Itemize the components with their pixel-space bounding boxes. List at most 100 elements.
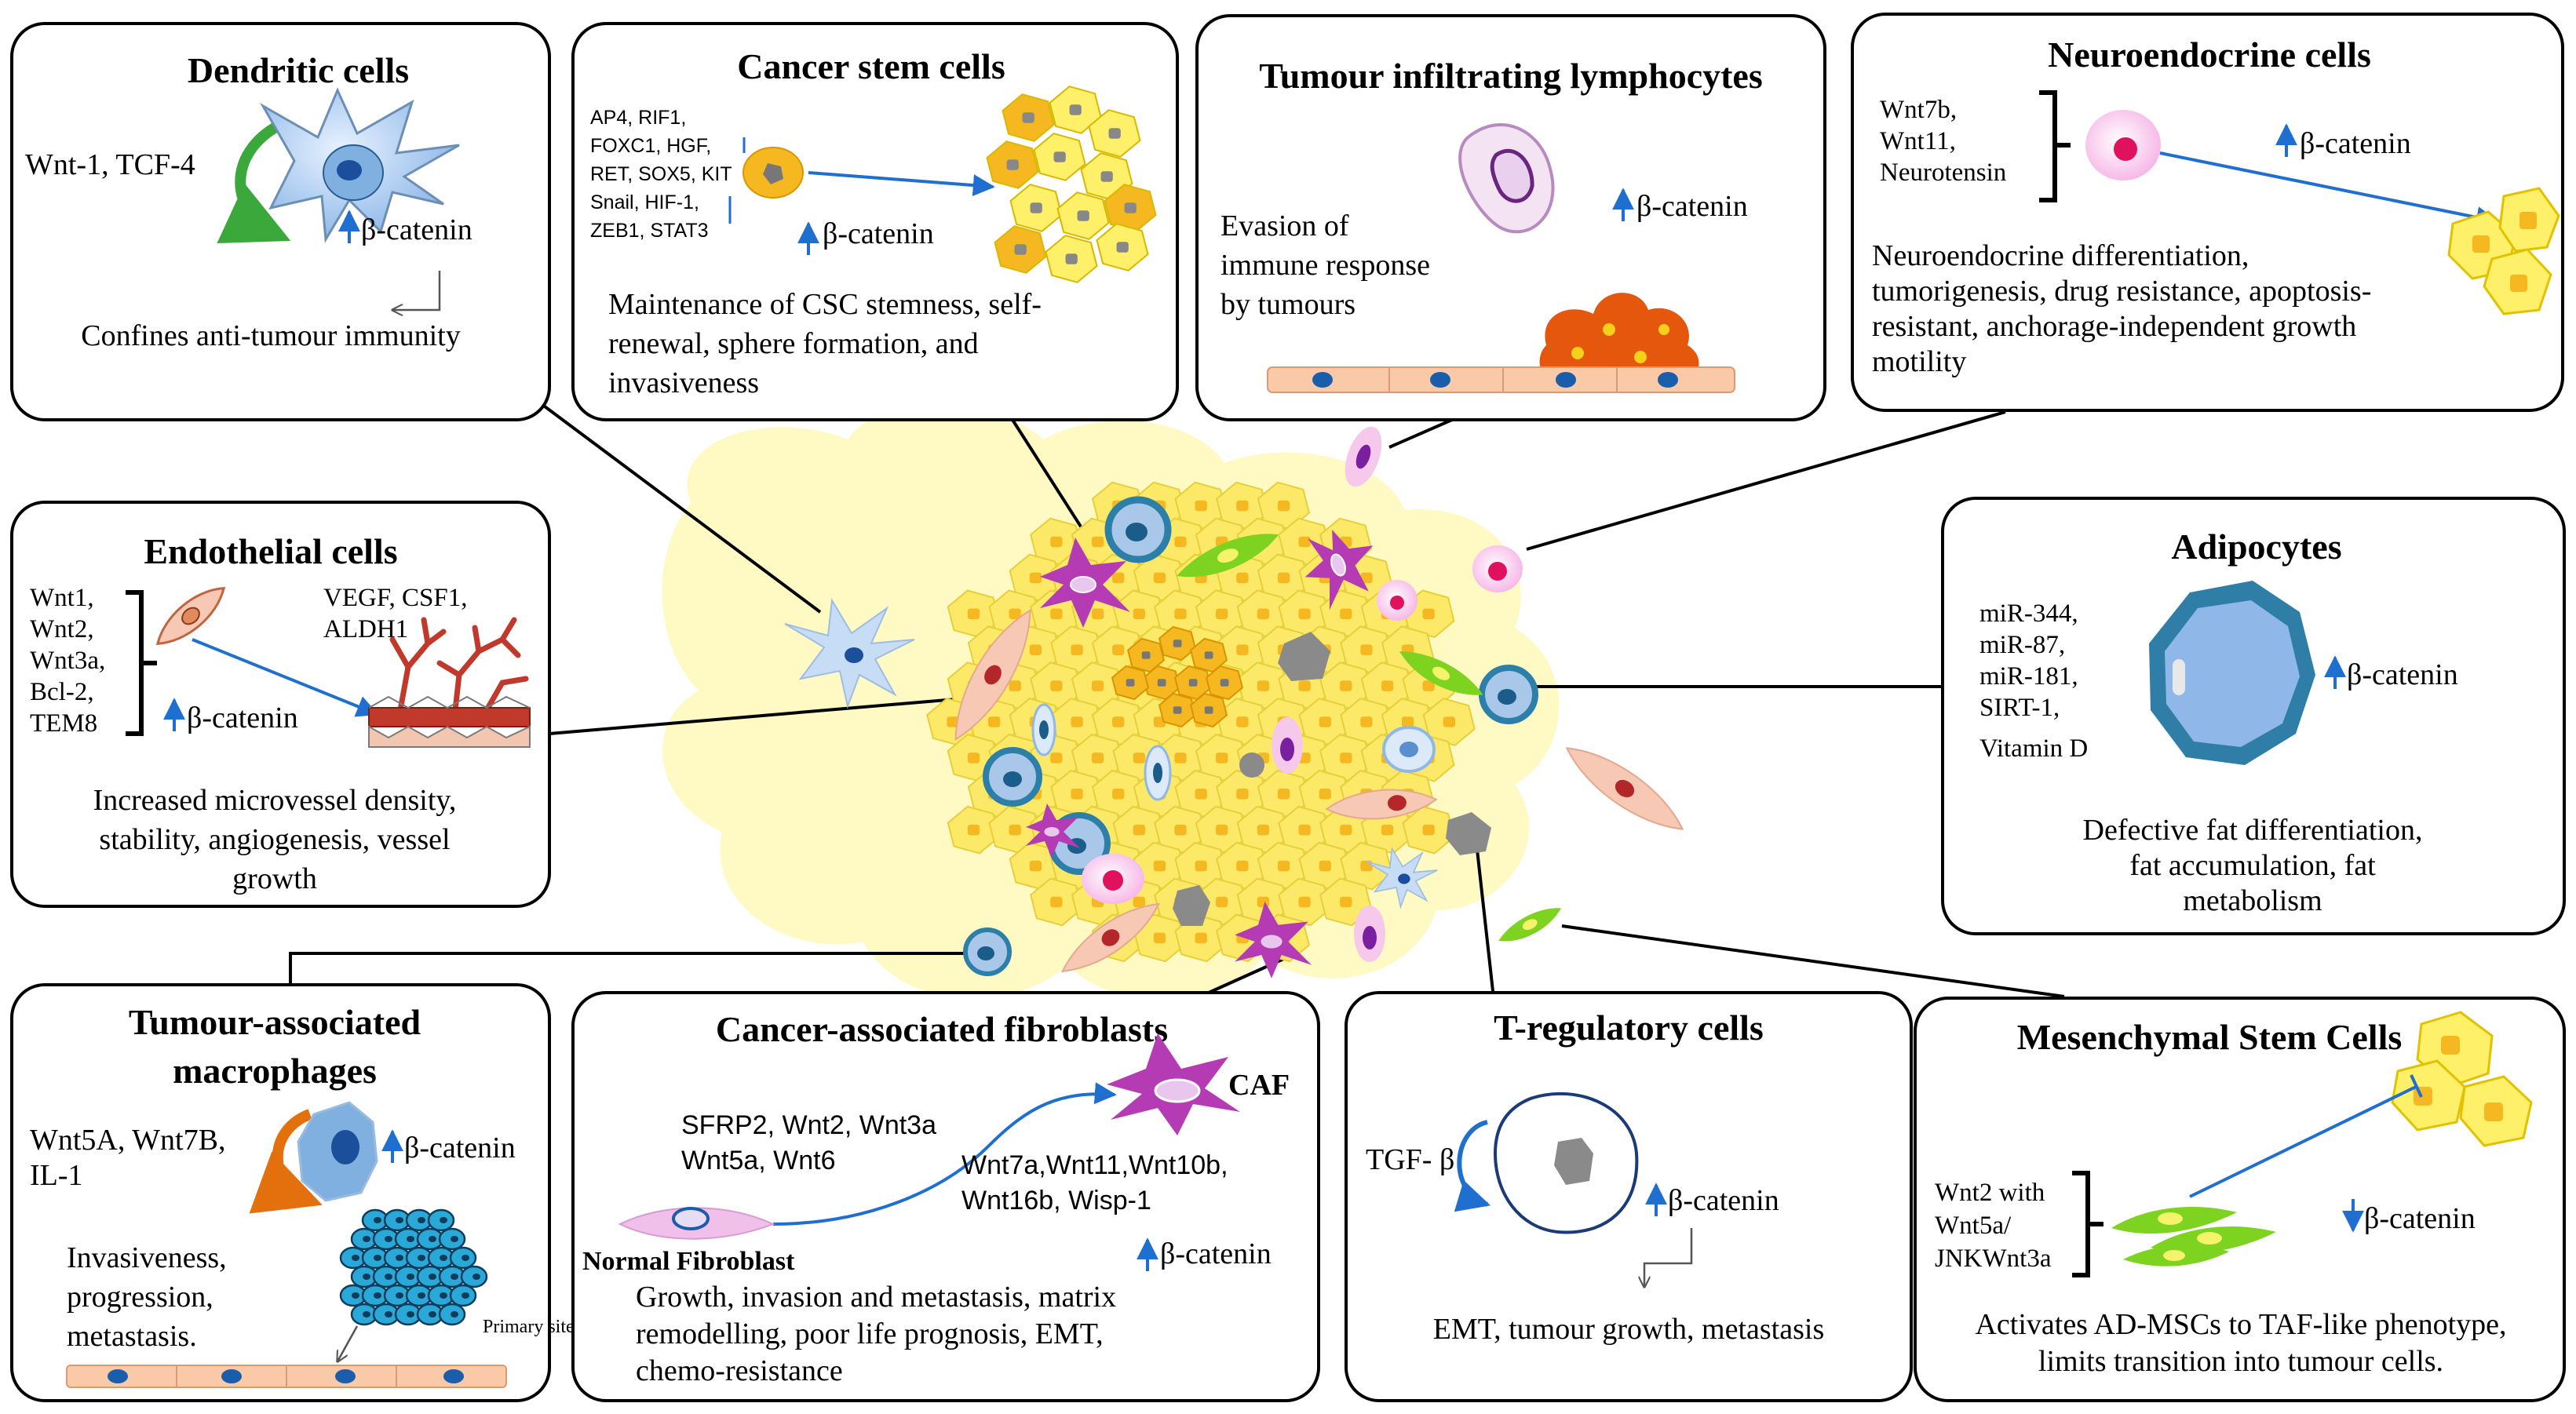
autocrine-arrow-icon (217, 120, 291, 243)
cell-nucleus (1340, 680, 1352, 691)
cell-nucleus (1277, 572, 1290, 584)
cell-nucleus (1116, 242, 1129, 253)
panel-outcome: EMT, tumour growth, metastasis (1433, 1313, 1825, 1346)
cell-nucleus (1022, 112, 1034, 123)
cell-nucleus (1112, 789, 1125, 800)
factor-line: Bcl-2, (30, 678, 94, 706)
cell-nucleus (1195, 860, 1207, 872)
activation-arrow-icon (772, 1082, 1117, 1226)
cell-nucleus (1216, 608, 1228, 620)
cell-nucleus (1174, 824, 1187, 836)
panel-mesenchymal-stem-cells: Mesenchymal Stem Cells Wnt2 with Wnt5a/ … (1914, 997, 2566, 1402)
cell-nucleus (429, 1274, 436, 1280)
beta-catenin-label: β-catenin (2300, 127, 2411, 160)
macrophage-icon (983, 747, 1042, 807)
cell-nucleus (407, 1274, 414, 1280)
panel-title: Cancer-associated fibroblasts (716, 1009, 1168, 1049)
lymphocyte-icon (1354, 906, 1385, 962)
cell-nucleus (1108, 128, 1121, 139)
beta-catenin-up: β-catenin (163, 698, 298, 734)
cell-nucleus (451, 1236, 458, 1242)
cell-nucleus (947, 716, 959, 727)
differentiation-arrow-icon (808, 171, 995, 197)
cell-nucleus (1091, 536, 1104, 548)
neuroendocrine-cell-icon (1472, 545, 1523, 592)
panel-outcome-line: by tumours (1220, 288, 1356, 321)
beta-catenin-label: β-catenin (823, 217, 934, 250)
panel-endothelial-cells: Endothelial cells Wnt1, Wnt2, Wnt3a, Bcl… (10, 501, 551, 908)
factor-line: Wnt11, (1880, 127, 1956, 155)
panel-title: T-regulatory cells (1494, 1008, 1764, 1048)
factor-line: Wnt5a/ (1935, 1212, 2012, 1240)
panel-outcome-line: stability, angiogenesis, vessel (99, 823, 450, 856)
primary-site-label: Primary site (483, 1317, 575, 1337)
cell-nucleus (1195, 500, 1207, 512)
cell-nucleus (462, 1292, 469, 1299)
cell-nucleus (1340, 608, 1352, 620)
cell-nucleus (1422, 824, 1435, 836)
adipocyte-icon (2149, 581, 2315, 765)
cell-nucleus (1112, 644, 1125, 655)
factor-line: RET, SOX5, KIT (590, 163, 732, 185)
beta-catenin-label: β-catenin (1160, 1237, 1272, 1270)
cell-nucleus (967, 608, 980, 620)
cell-nucleus (1050, 680, 1063, 691)
treg-cell-icon (1239, 753, 1264, 778)
panel-title: Endothelial cells (144, 531, 397, 571)
target-line: ALDH1 (323, 615, 408, 643)
cell-nucleus (440, 1217, 447, 1223)
cell-nucleus (385, 1236, 392, 1242)
cell-nucleus (1236, 500, 1249, 512)
factor-line: Neurotensin (1880, 159, 2006, 187)
panel-tumour-associated-macrophages: Tumour-associated macrophages Wnt5A, Wnt… (10, 983, 575, 1402)
stem-cell-icon (743, 147, 804, 199)
cell-nucleus (374, 1217, 381, 1223)
lymphocyte-icon (1345, 426, 1382, 487)
tumour-spheroid-icon (986, 86, 1157, 283)
cell-nucleus (363, 1311, 370, 1317)
cell-nucleus (407, 1311, 414, 1317)
cell-nucleus (374, 1255, 381, 1261)
cell-nucleus (1360, 644, 1373, 655)
cell-nucleus (451, 1311, 458, 1317)
msc-cell-icon (2111, 1206, 2276, 1266)
cell-nucleus (1236, 860, 1249, 872)
bracket-icon (126, 590, 157, 736)
cell-nucleus (374, 1292, 381, 1299)
cell-nucleus (1216, 824, 1228, 836)
cell-nucleus (1069, 104, 1082, 115)
tumour-cluster-icon (1539, 293, 1699, 384)
cell-nucleus (1195, 789, 1207, 800)
cell-nucleus (1029, 572, 1042, 584)
cell-nucleus (462, 1255, 469, 1261)
factor-line: Wnt7a,Wnt11,Wnt10b, (961, 1150, 1228, 1180)
factor-line: Wnt2 with (1935, 1179, 2045, 1207)
factor-line: AP4, RIF1, (590, 107, 686, 129)
cell-nucleus (1112, 572, 1125, 584)
cell-nucleus (1236, 644, 1249, 655)
dendritic-cell-icon (1366, 846, 1438, 909)
cell-nucleus (967, 753, 980, 763)
cell-nucleus (1381, 824, 1394, 836)
cell-nucleus (1236, 789, 1249, 800)
panel-outcome-line: renewal, sphere formation, and (608, 327, 979, 360)
beta-catenin-label: β-catenin (1668, 1184, 1779, 1217)
factor-line: Wnt7b, (1880, 96, 1957, 124)
beta-catenin-up: β-catenin (1137, 1237, 1272, 1271)
cell-nucleus (1381, 680, 1394, 691)
cell-nucleus (1065, 253, 1078, 264)
factor-line: Wnt2, (30, 615, 94, 643)
panel-outcome-line: Increased microvessel density, (93, 784, 457, 817)
factor-line: FOXC1, HGF, (590, 135, 711, 157)
panel-title: Neuroendocrine cells (2048, 35, 2371, 75)
panel-outcome-line: limits transition into tumour cells. (2038, 1345, 2443, 1378)
autocrine-arrow-icon (249, 1109, 323, 1214)
lymphocyte-icon (1144, 745, 1172, 801)
panel-outcome-line: metastasis. (67, 1320, 197, 1353)
cell-nucleus (1071, 789, 1083, 800)
cell-nucleus (396, 1217, 403, 1223)
tumour-cluster-icon (2391, 1011, 2533, 1147)
panel-cancer-associated-fibroblasts: Cancer-associated fibroblasts CAF SFRP2,… (571, 991, 1320, 1402)
tumour-mass (926, 481, 1476, 963)
factor-line: Wnt5a, Wnt6 (681, 1146, 836, 1175)
